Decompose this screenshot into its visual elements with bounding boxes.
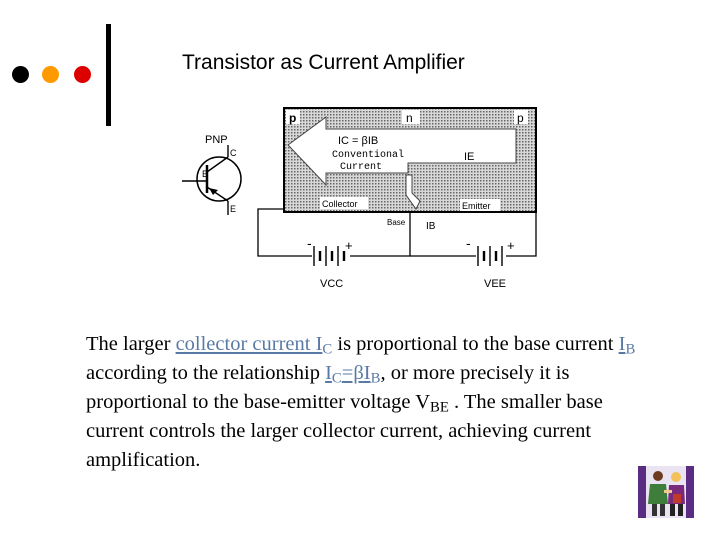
base-current-arrow bbox=[405, 174, 421, 210]
text-part-5: . The smaller base current controls the … bbox=[86, 391, 603, 471]
region-label-p-left-box bbox=[286, 110, 300, 124]
battery-vee bbox=[477, 246, 503, 266]
battery-vcc bbox=[313, 246, 346, 266]
text-part-3: according to the relationship bbox=[86, 362, 326, 384]
link-collector-current[interactable]: collector current IC bbox=[175, 333, 333, 358]
conventional-label-line1: Conventional bbox=[332, 149, 404, 161]
ic-formula-label: IC = βIB bbox=[338, 135, 378, 147]
link-relationship[interactable]: IC=βIB bbox=[325, 362, 381, 387]
slide-title: Transistor as Current Amplifier bbox=[182, 51, 465, 74]
region-label-p-right-box bbox=[514, 110, 528, 124]
terminal-c-label: C bbox=[230, 148, 237, 158]
symbol-collector-line bbox=[206, 156, 229, 173]
bullet-dot-orange bbox=[42, 66, 59, 83]
collector-circuit-wire bbox=[257, 208, 312, 257]
emitter-circuit-wire bbox=[506, 209, 537, 257]
terminal-e-label: E bbox=[230, 204, 236, 214]
text-part-2: is proportional to the base current bbox=[332, 333, 619, 355]
conventional-current-arrow bbox=[287, 116, 517, 187]
region-label-n-box bbox=[402, 110, 420, 124]
bullet-dot-black bbox=[12, 66, 29, 83]
transistor-diagram: PNP C B E p n p IC = βIB Conventional Cu… bbox=[182, 107, 537, 290]
vcc-minus: - bbox=[307, 235, 312, 251]
emitter-label-box bbox=[460, 199, 500, 211]
base-label: Base bbox=[387, 218, 406, 227]
region-label-p-left: p bbox=[289, 111, 296, 125]
conventional-label-line2: Current bbox=[340, 162, 382, 173]
subscript-be: BE bbox=[430, 399, 449, 416]
vee-plus: + bbox=[507, 238, 515, 253]
business-people-clipart bbox=[636, 462, 696, 520]
link-base-current[interactable]: IB bbox=[618, 333, 636, 358]
title-divider-bar bbox=[106, 24, 111, 126]
vcc-plus: + bbox=[345, 238, 353, 253]
emitter-label: Emitter bbox=[462, 201, 491, 211]
ie-label: IE bbox=[464, 151, 474, 163]
transistor-symbol-circle bbox=[196, 156, 242, 202]
vee-minus: - bbox=[466, 235, 471, 251]
ib-label: IB bbox=[426, 221, 436, 232]
vee-label: VEE bbox=[484, 278, 506, 290]
collector-label-box bbox=[320, 197, 368, 209]
text-part-1: The larger bbox=[86, 333, 176, 355]
region-label-p-right: p bbox=[517, 111, 524, 125]
vcc-label: VCC bbox=[320, 278, 343, 290]
terminal-b-label: B bbox=[202, 169, 208, 179]
region-label-n: n bbox=[406, 111, 413, 125]
explanation-paragraph: The larger collector current IC is propo… bbox=[86, 330, 656, 475]
bullet-dot-red bbox=[74, 66, 91, 83]
collector-label: Collector bbox=[322, 199, 358, 209]
pnp-label: PNP bbox=[205, 134, 228, 146]
text-part-4: , or more precisely it is proportional t… bbox=[86, 362, 570, 413]
symbol-emitter-arrow bbox=[209, 188, 218, 195]
